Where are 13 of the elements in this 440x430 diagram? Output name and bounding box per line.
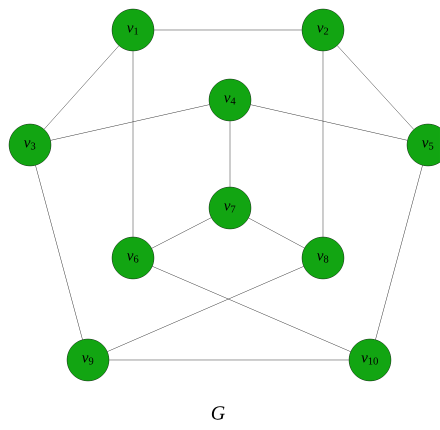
edge-line bbox=[337, 45, 414, 130]
edge-line bbox=[132, 51, 134, 237]
edge-line bbox=[248, 218, 305, 248]
edge-line bbox=[250, 104, 408, 140]
edge-line bbox=[375, 165, 423, 340]
edge-line bbox=[44, 46, 120, 130]
edge-line bbox=[35, 165, 83, 340]
edge-line bbox=[152, 266, 351, 352]
edge-line bbox=[107, 266, 304, 352]
edge-line bbox=[322, 51, 324, 237]
graph-caption: G bbox=[212, 406, 225, 420]
edge-line bbox=[152, 218, 212, 248]
edge-line bbox=[50, 104, 210, 141]
